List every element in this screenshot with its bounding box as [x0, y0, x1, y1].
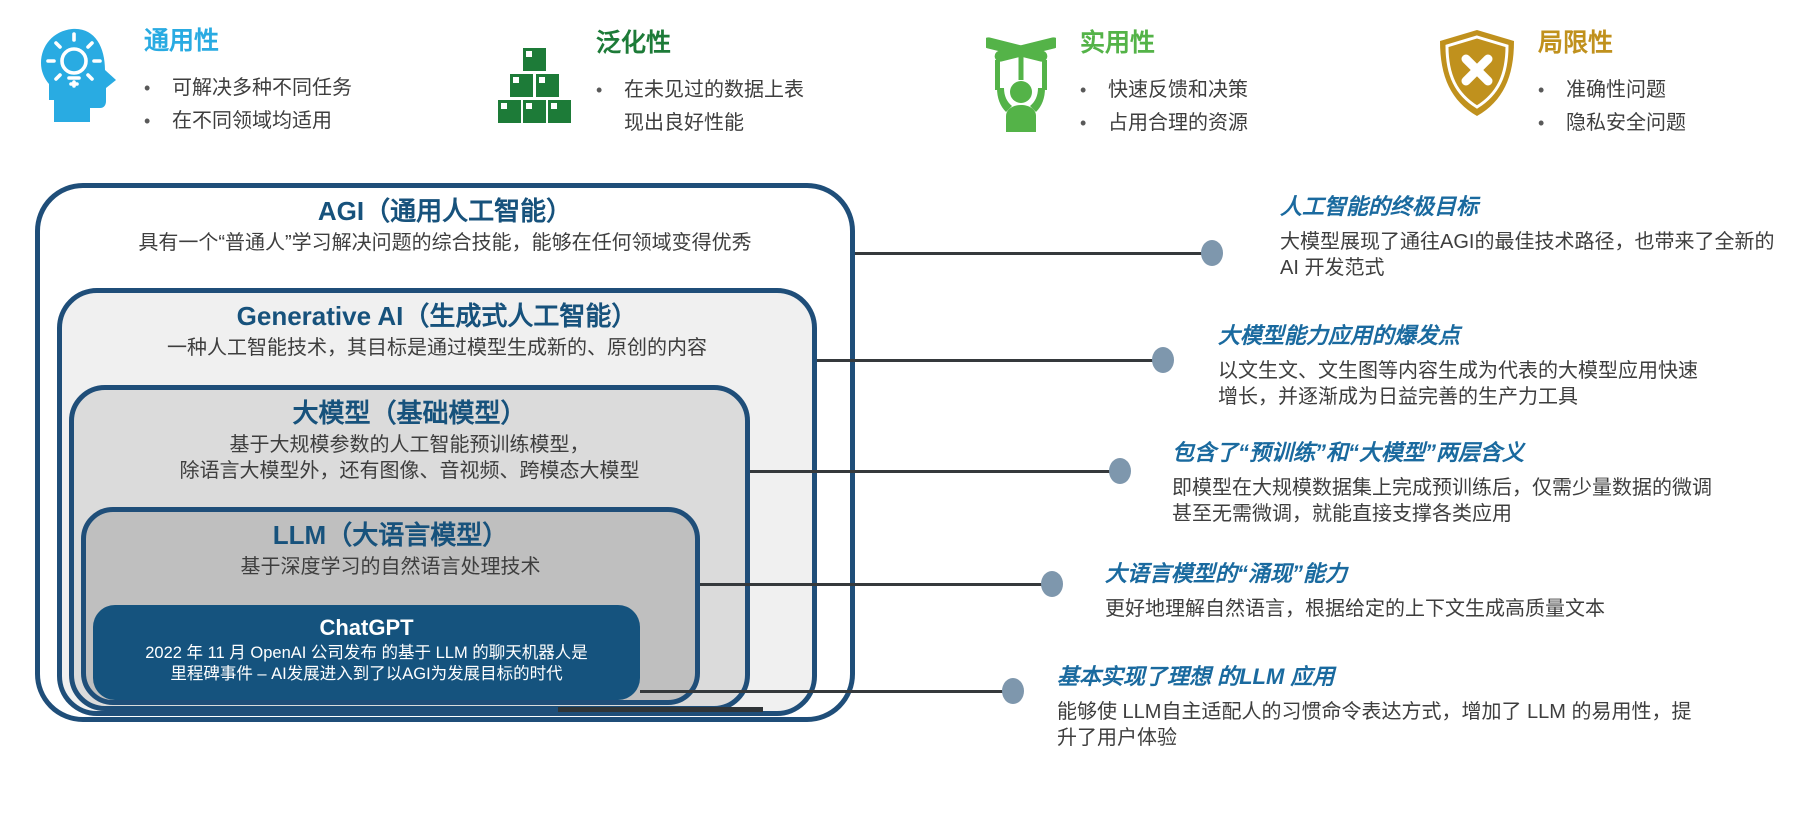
agi-title: AGI（通用人工智能）	[317, 196, 573, 226]
bullet-item: •占用合理的资源	[1080, 107, 1248, 140]
annotation-title: 大语言模型的“涌现”能力	[1105, 561, 1348, 586]
annotation-big-model: 包含了“预训练”和“大模型”两层含义 即模型在大规模数据集上完成预训练后，仅需少…	[1172, 440, 1732, 527]
bullet-item: •可解决多种不同任务	[144, 72, 352, 105]
bullet-dot: •	[144, 110, 151, 131]
connector-line-big-model	[750, 470, 1112, 473]
feature-bullet-list: •在未见过的数据上表现出良好性能	[596, 74, 814, 140]
big-model-subtitle: 基于大规模参数的人工智能预训练模型， 除语言大模型外，还有图像、音视频、跨模态大…	[179, 434, 640, 483]
bullet-item: •准确性问题	[1538, 74, 1686, 107]
head-lightbulb-icon	[38, 28, 120, 127]
connector-line-chatgpt	[640, 690, 1005, 693]
bullet-dot: •	[1080, 79, 1087, 100]
feature-title: 泛化性	[596, 29, 672, 57]
feature-limitations: 局限性 •准确性问题 •隐私安全问题	[1440, 29, 1686, 140]
annotation-chatgpt: 基本实现了理想 的LLM 应用 能够使 LLM自主适配人的习惯命令表达方式，增加…	[1057, 664, 1717, 751]
annotation-body: 能够使 LLM自主适配人的习惯命令表达方式，增加了 LLM 的易用性，提升了用户…	[1057, 701, 1692, 750]
bullet-item: •在未见过的数据上表现出良好性能	[596, 74, 814, 140]
bullet-item: •隐私安全问题	[1538, 107, 1686, 140]
bullet-dot: •	[596, 79, 603, 100]
bullet-item: •快速反馈和决策	[1080, 74, 1248, 107]
chatgpt-subtitle: 2022 年 11 月 OpenAI 公司发布 的基于 LLM 的聊天机器人是 …	[145, 644, 588, 684]
feature-title: 局限性	[1538, 29, 1614, 57]
connector-dot-chatgpt	[1002, 678, 1024, 704]
annotation-body: 大模型展现了通往AGI的最佳技术路径，也带来了全新的 AI 开发范式	[1280, 231, 1775, 280]
feature-practicality: 实用性 •快速反馈和决策 •占用合理的资源	[982, 29, 1248, 140]
blocks-pyramid-icon	[498, 48, 572, 131]
annotation-title: 基本实现了理想 的LLM 应用	[1057, 664, 1335, 689]
annotation-body: 以文生文、文生图等内容生成为代表的大模型应用快速增长，并逐渐成为日益完善的生产力…	[1218, 360, 1698, 409]
connector-line-agi	[855, 252, 1203, 255]
feature-title: 实用性	[1080, 29, 1156, 57]
annotation-title: 人工智能的终极目标	[1280, 194, 1479, 219]
annotation-title: 包含了“预训练”和“大模型”两层含义	[1172, 440, 1525, 465]
bullet-item: •在不同领域均适用	[144, 105, 352, 138]
bullet-dot: •	[1538, 112, 1545, 133]
annotation-llm: 大语言模型的“涌现”能力 更好地理解自然语言，根据给定的上下文生成高质量文本	[1105, 561, 1725, 622]
annotation-body: 即模型在大规模数据集上完成预训练后，仅需少量数据的微调甚至无需微调，就能直接支撑…	[1172, 477, 1712, 526]
feature-generalization: 泛化性 •在未见过的数据上表现出良好性能	[498, 29, 814, 140]
generative-ai-subtitle: 一种人工智能技术，其目标是通过模型生成新的、原创的内容	[167, 337, 707, 360]
annotation-genai: 大模型能力应用的爆发点 以文生文、文生图等内容生成为代表的大模型应用快速增长，并…	[1218, 323, 1718, 410]
bullet-dot: •	[1538, 79, 1545, 100]
connector-dot-big-model	[1109, 458, 1131, 484]
annotation-title: 大模型能力应用的爆发点	[1218, 323, 1461, 348]
annotation-body: 更好地理解自然语言，根据给定的上下文生成高质量文本	[1105, 598, 1605, 621]
marionette-icon	[982, 30, 1060, 137]
connector-line-genai	[817, 359, 1155, 362]
llm-subtitle: 基于深度学习的自然语言处理技术	[240, 556, 541, 579]
feature-bullet-list: •可解决多种不同任务 •在不同领域均适用	[144, 72, 352, 138]
chatgpt-box: ChatGPT 2022 年 11 月 OpenAI 公司发布 的基于 LLM …	[93, 605, 640, 700]
shield-x-icon	[1440, 30, 1514, 121]
connector-dot-llm	[1041, 571, 1063, 597]
bullet-dot: •	[1080, 112, 1087, 133]
chatgpt-title: ChatGPT	[319, 615, 414, 640]
connector-dot-agi	[1201, 240, 1223, 266]
bottom-accent-line	[558, 707, 763, 712]
agi-subtitle: 具有一个“普通人”学习解决问题的综合技能，能够在任何领域变得优秀	[138, 232, 752, 255]
llm-title: LLM（大语言模型）	[272, 520, 509, 550]
big-model-title: 大模型（基础模型）	[292, 398, 527, 428]
annotation-agi: 人工智能的终极目标 大模型展现了通往AGI的最佳技术路径，也带来了全新的 AI …	[1280, 194, 1795, 281]
connector-dot-genai	[1152, 347, 1174, 373]
feature-bullet-list: •准确性问题 •隐私安全问题	[1538, 74, 1686, 140]
feature-universality: 通用性 •可解决多种不同任务 •在不同领域均适用	[38, 27, 352, 138]
generative-ai-title: Generative AI（生成式人工智能）	[236, 301, 638, 331]
connector-line-llm	[700, 583, 1044, 586]
feature-title: 通用性	[144, 27, 220, 55]
bullet-dot: •	[144, 77, 151, 98]
feature-bullet-list: •快速反馈和决策 •占用合理的资源	[1080, 74, 1248, 140]
